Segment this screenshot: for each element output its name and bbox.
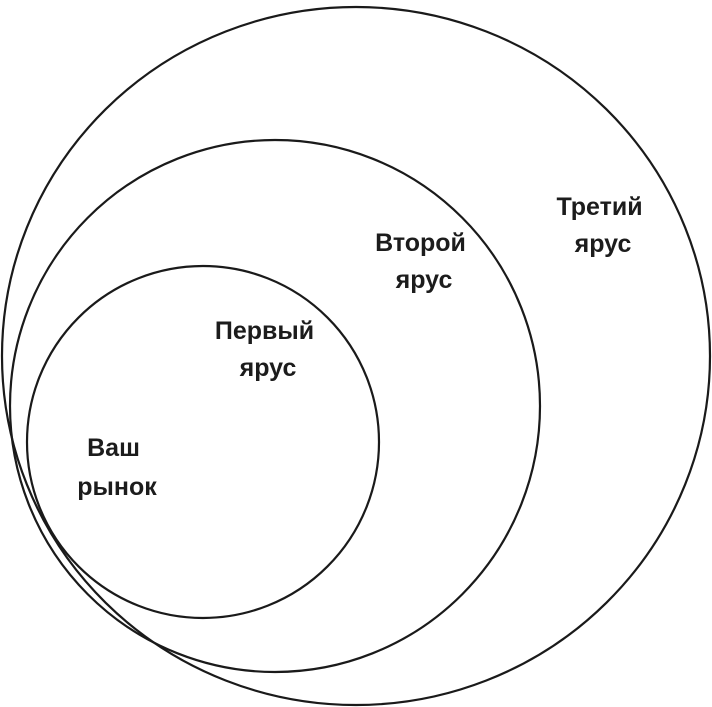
your-market-label-line2: рынок [77,473,157,501]
third-tier-label-line1: Третий [556,193,642,221]
first-tier-label-line2: ярус [239,354,297,382]
third-tier-circle [0,5,712,707]
second-tier-label: Второй ярус [375,229,473,294]
second-tier-label-line1: Второй [375,229,466,257]
first-tier-label: Первый ярус [215,317,321,382]
second-tier-circle [8,138,542,674]
second-tier-label-line2: ярус [395,266,453,294]
your-market-label: Ваш рынок [77,434,157,501]
third-tier-label: Третий ярус [556,193,649,258]
third-tier-label-line2: ярус [574,230,632,258]
first-tier-circle [25,264,381,620]
your-market-label-line1: Ваш [87,434,140,462]
first-tier-label-line1: Первый [215,317,314,345]
